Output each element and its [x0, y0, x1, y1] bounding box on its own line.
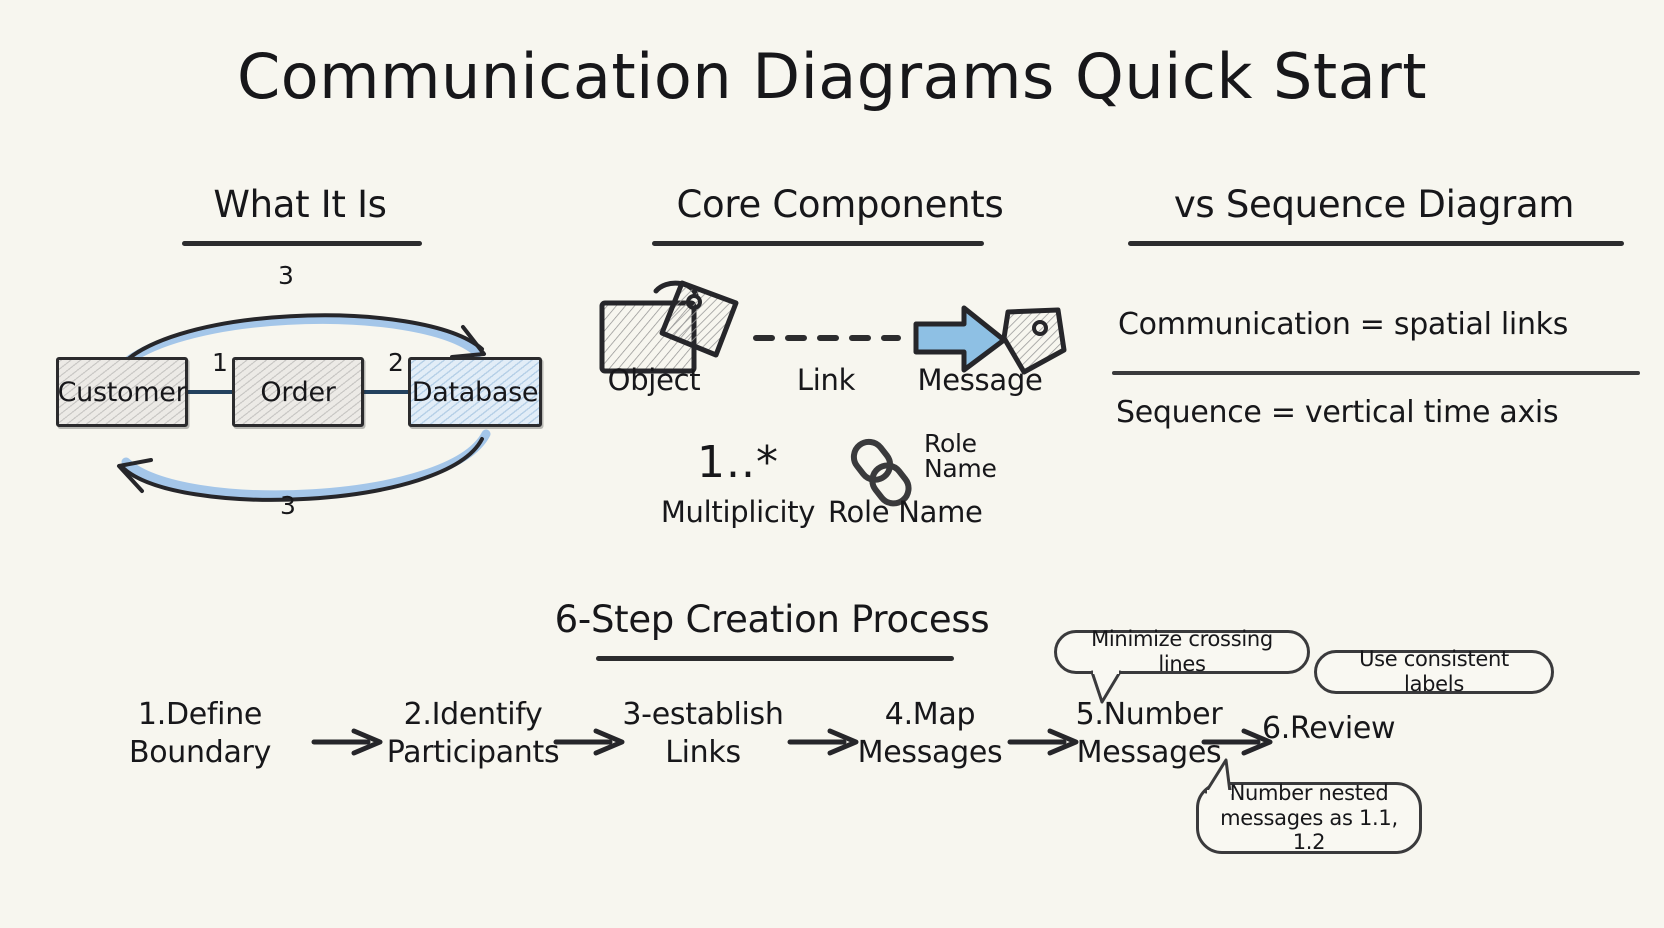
object-box-database[interactable]: Database	[408, 357, 542, 427]
callout-text-line1: Number nested	[1229, 780, 1389, 805]
multiplicity-label: Multiplicity	[660, 495, 816, 529]
callout-text-line2: messages as 1.1, 1.2	[1220, 805, 1398, 855]
what-it-is-heading: What It Is	[213, 183, 387, 226]
object-box-label: Order	[260, 376, 336, 408]
process-step-line2: Participants	[386, 735, 560, 771]
process-step-line1: 3-establish	[622, 697, 784, 732]
process-step-4: 4.Map Messages	[820, 696, 1040, 773]
message-number-top: 3	[278, 261, 294, 290]
dashed-link-icon	[753, 335, 901, 341]
curved-message-arrow-bottom	[117, 429, 491, 502]
role-name-badge: Role Name	[924, 431, 997, 481]
curved-message-arrow-top	[105, 313, 486, 385]
link-number-2: 2	[388, 348, 404, 377]
process-step-line2: Messages	[1076, 735, 1222, 771]
object-box-label: Customer	[57, 376, 187, 408]
object-label: Object	[607, 363, 701, 397]
callout-use-consistent-labels: Use consistent labels	[1314, 647, 1554, 696]
process-arrow-5	[1201, 728, 1273, 756]
object-box-order[interactable]: Order	[232, 357, 364, 427]
blue-arrow-tag-icon	[913, 305, 1067, 375]
vs-sequence-heading: vs Sequence Diagram	[1173, 183, 1575, 226]
process-step-line1: 2.Identify	[403, 697, 543, 732]
link-line-1	[180, 390, 266, 394]
heading-underline	[182, 241, 422, 246]
message-label: Message	[917, 363, 1043, 397]
process-heading: 6-Step Creation Process	[554, 598, 990, 641]
heading-underline	[652, 241, 984, 246]
section-core-components: Core Components Object Link	[560, 183, 1120, 545]
role-name-label: Role Name	[828, 495, 983, 529]
callout-tail-down-left	[1090, 670, 1122, 704]
process-step-3: 3-establish Links	[588, 696, 818, 773]
process-step-line2: Boundary	[128, 735, 272, 771]
process-step-line2: Links	[665, 735, 741, 771]
object-box-label: Database	[411, 376, 539, 408]
process-step-line1: 4.Map	[884, 697, 976, 732]
process-step-line1: 1.Define	[137, 697, 263, 732]
process-step-1: 1.Define Boundary	[80, 696, 320, 773]
vs-sequence-divider	[1112, 371, 1640, 375]
object-box-customer[interactable]: Customer	[56, 357, 188, 427]
heading-underline	[596, 656, 954, 661]
process-arrow-3	[787, 728, 859, 756]
callout-text: Use consistent labels	[1359, 647, 1509, 696]
heading-underline	[1128, 241, 1624, 246]
message-number-bottom: 3	[280, 491, 296, 520]
section-process: 6-Step Creation Process 1.Define Boundar…	[0, 598, 1664, 920]
process-arrow-4	[1007, 728, 1079, 756]
process-arrow-1	[311, 728, 383, 756]
process-step-line1: 5.Number	[1075, 697, 1223, 732]
process-step-line2: Messages	[857, 735, 1003, 771]
chain-link-icon	[850, 438, 912, 507]
section-vs-sequence: vs Sequence Diagram Communication = spat…	[1104, 183, 1644, 465]
callout-number-nested-messages: Number nested messages as 1.1, 1.2	[1196, 780, 1422, 855]
page-title: Communication Diagrams Quick Start	[236, 40, 1428, 113]
callout-tail-up-left	[1204, 758, 1232, 794]
process-arrow-2	[553, 728, 625, 756]
multiplicity-value: 1..*	[697, 437, 779, 488]
link-number-1: 1	[212, 348, 228, 377]
process-step-6: 6.Review	[1262, 710, 1452, 748]
process-step-5: 5.Number Messages	[1034, 696, 1264, 773]
process-step-line1: 6.Review	[1262, 711, 1396, 746]
core-components-heading: Core Components	[676, 183, 1004, 226]
object-tag-icon	[599, 280, 739, 374]
callout-text: Minimize crossing lines	[1091, 627, 1273, 676]
process-step-2: 2.Identify Participants	[348, 696, 598, 773]
vs-sequence-row-communication: Communication = spatial links	[1118, 307, 1569, 342]
link-line-2	[356, 390, 440, 394]
role-name-badge-line2: Name	[924, 454, 997, 483]
section-what-it-is: What It Is 3 3 1 2 Customer Order Databa	[30, 183, 570, 545]
callout-minimize-crossing-lines: Minimize crossing lines	[1054, 627, 1310, 676]
role-name-badge-line1: Role	[924, 429, 977, 458]
link-label: Link	[796, 363, 856, 397]
vs-sequence-row-sequence: Sequence = vertical time axis	[1116, 395, 1559, 430]
